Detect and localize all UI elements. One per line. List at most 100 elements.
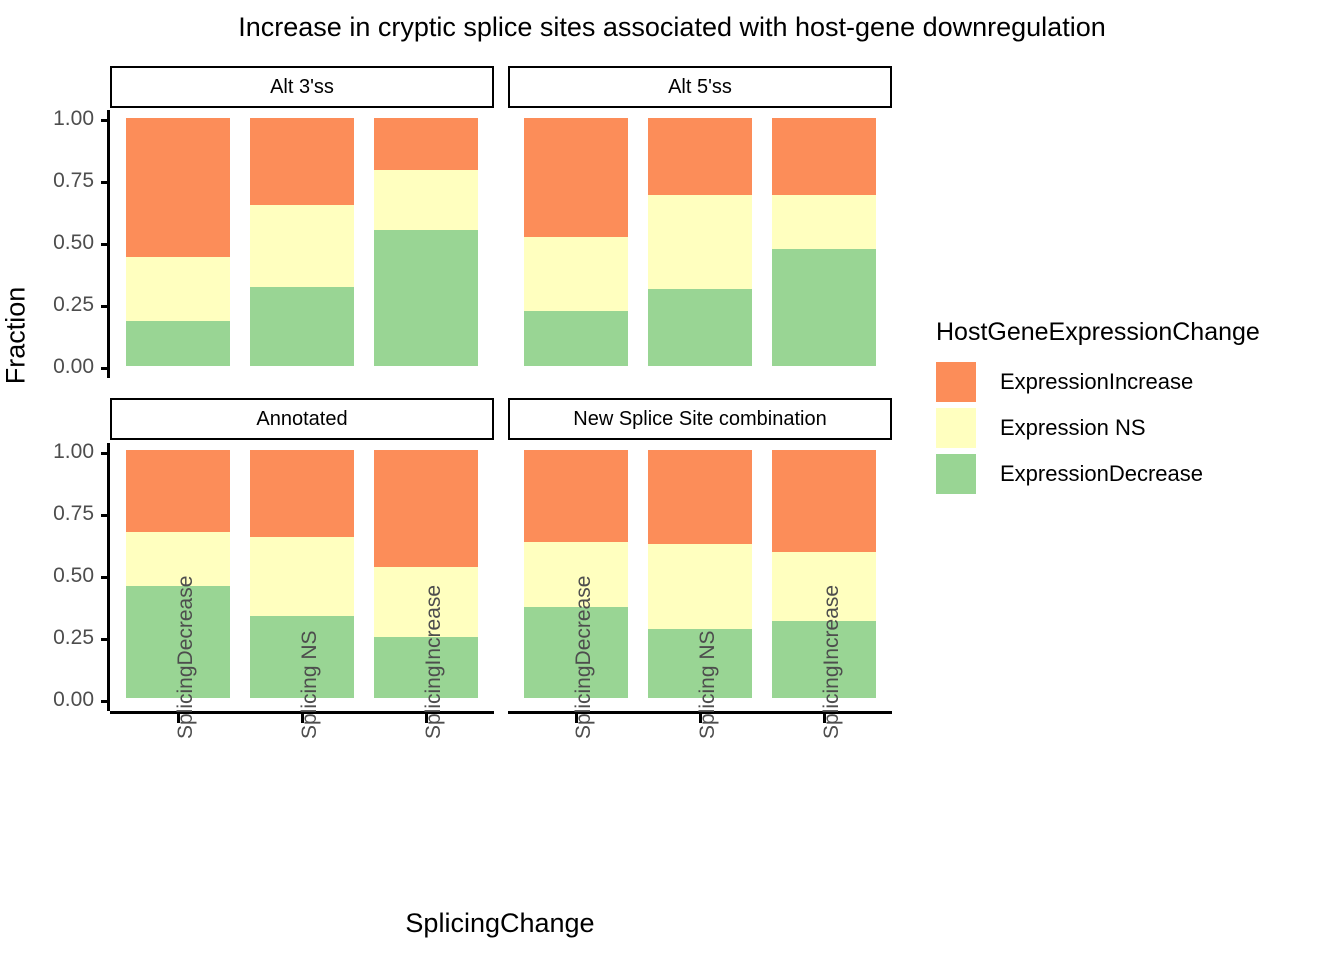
legend-item-label: Expression NS <box>1000 415 1146 440</box>
y-axis-tick <box>101 638 110 641</box>
bar-segment <box>250 204 354 287</box>
y-axis-tick <box>101 119 110 122</box>
x-axis-tick <box>425 714 428 723</box>
stacked-bar <box>648 450 752 698</box>
bar-segment <box>772 621 876 698</box>
y-axis-tick <box>101 514 110 517</box>
y-axis-tick-label: 1.00 <box>53 107 94 130</box>
legend-item-label: ExpressionIncrease <box>1000 369 1194 394</box>
stacked-bar <box>524 450 628 698</box>
y-axis-tick <box>101 700 110 703</box>
bar-segment <box>648 118 752 195</box>
y-axis-tick-label: 0.00 <box>53 688 94 711</box>
x-axis-tick-label: Splicing NS <box>696 630 719 739</box>
bar-segment <box>126 256 230 322</box>
stacked-bar <box>250 450 354 698</box>
bar-segment <box>126 586 230 698</box>
x-axis-title: SplicingChange <box>405 908 595 938</box>
x-axis-tick <box>699 714 702 723</box>
bar-segment <box>772 551 876 622</box>
y-axis-title: Fraction <box>0 286 31 385</box>
x-axis-tick-label: Splicing NS <box>298 630 321 739</box>
x-axis-tick-label: SplicingIncrease <box>422 584 445 739</box>
bar-segment <box>126 118 230 257</box>
y-axis-tick <box>101 576 110 579</box>
stacked-bar <box>250 118 354 366</box>
stacked-bar <box>374 450 478 698</box>
y-axis-tick-label: 0.25 <box>53 293 94 316</box>
bar-segment <box>648 450 752 545</box>
panel-plot-area <box>508 118 892 366</box>
bar-segment <box>126 531 230 587</box>
facet-panel: New Splice Site combination <box>508 398 892 706</box>
y-axis-tick <box>101 367 110 370</box>
bar-segment <box>250 450 354 537</box>
legend: HostGeneExpressionChange ExpressionIncre… <box>936 318 1336 497</box>
bar-segment <box>772 118 876 195</box>
bar-segment <box>772 249 876 366</box>
bar-segment <box>524 311 628 366</box>
plot-panel <box>110 440 494 706</box>
plot-panel <box>508 108 892 374</box>
bar-segment <box>250 616 354 698</box>
legend-item[interactable]: Expression NS <box>936 405 1336 451</box>
x-axis-tick-label: SplicingDecrease <box>572 575 595 739</box>
facet-strip-label: Alt 5'ss <box>508 66 892 108</box>
x-axis-line <box>508 711 892 714</box>
y-axis-tick-label: 0.50 <box>53 231 94 254</box>
bar-segment <box>374 118 478 171</box>
legend-item[interactable]: ExpressionIncrease <box>936 359 1336 405</box>
bar-segment <box>126 321 230 366</box>
bar-segment <box>374 566 478 638</box>
x-axis-tick-label: SplicingIncrease <box>820 584 843 739</box>
bar-segment <box>524 607 628 698</box>
plot-panel <box>110 108 494 374</box>
legend-item[interactable]: ExpressionDecrease <box>936 451 1336 497</box>
legend-title: HostGeneExpressionChange <box>936 318 1260 346</box>
y-axis-tick <box>101 181 110 184</box>
bar-segment <box>250 536 354 617</box>
facet-panel: Alt 5'ss <box>508 66 892 374</box>
bar-segment <box>648 544 752 629</box>
stacked-bar <box>772 450 876 698</box>
y-axis-tick-label: 0.25 <box>53 626 94 649</box>
facet-row: Alt 3'ss Alt 5'ss <box>110 66 892 374</box>
bar-segment <box>374 637 478 698</box>
panel-plot-area <box>508 450 892 698</box>
facet-strip-label: Alt 3'ss <box>110 66 494 108</box>
y-axis-tick-label: 1.00 <box>53 440 94 463</box>
stacked-bar <box>524 118 628 366</box>
legend-color-swatch <box>936 408 976 448</box>
stacked-bar <box>126 118 230 366</box>
x-axis-tick <box>301 714 304 723</box>
facet-strip-label: Annotated <box>110 398 494 440</box>
bar-segment <box>374 229 478 366</box>
panel-plot-area <box>110 450 494 698</box>
bar-segment <box>648 194 752 290</box>
facet-panel: Annotated <box>110 398 494 706</box>
bar-segment <box>126 450 230 532</box>
x-axis-tick-label: SplicingDecrease <box>174 575 197 739</box>
bar-segment <box>250 286 354 366</box>
bar-segment <box>524 450 628 542</box>
bar-segment <box>250 118 354 205</box>
stacked-bar <box>374 118 478 366</box>
y-axis-tick-label: 0.75 <box>53 169 94 192</box>
bar-segment <box>772 450 876 552</box>
facet-row: Annotated New Splice Site combination <box>110 398 892 706</box>
x-axis-tick <box>575 714 578 723</box>
bar-segment <box>374 450 478 567</box>
x-axis-line <box>110 711 494 714</box>
bar-segment <box>524 541 628 608</box>
y-axis-tick <box>101 305 110 308</box>
page-title: Increase in cryptic splice sites associa… <box>238 12 1106 42</box>
plot-panel <box>508 440 892 706</box>
legend-item-label: ExpressionDecrease <box>1000 461 1203 486</box>
y-axis-tick <box>101 243 110 246</box>
y-axis-tick-label: 0.00 <box>53 355 94 378</box>
legend-color-swatch <box>936 362 976 402</box>
bar-segment <box>772 194 876 250</box>
